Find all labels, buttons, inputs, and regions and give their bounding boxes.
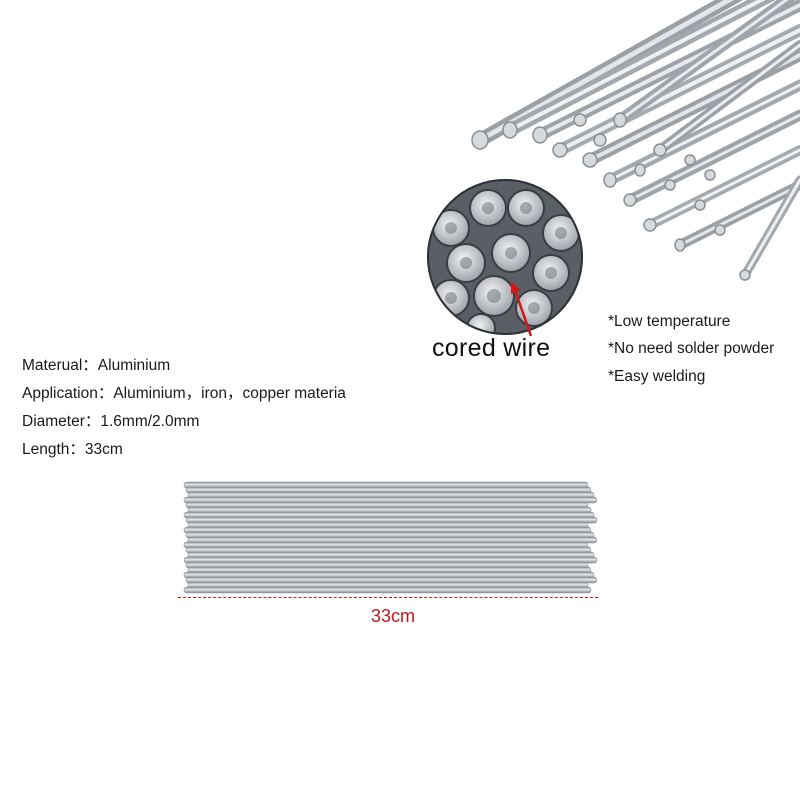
rods-side-view-image xyxy=(183,481,598,594)
spec-diameter: Diameter：1.6mm/2.0mm xyxy=(22,413,200,430)
feature-no-solder-powder: *No need solder powder xyxy=(608,340,775,357)
length-dimension-label: 33cm xyxy=(371,606,416,626)
spec-material: Materual：Aluminium xyxy=(22,357,171,374)
spec-application: Application：Aluminium，iron，copper materi… xyxy=(22,385,346,402)
cored-wire-zoom-image xyxy=(427,179,583,335)
rod xyxy=(183,586,592,594)
red-arrow-icon xyxy=(511,282,533,337)
cored-wire-label: cored wire xyxy=(432,334,551,362)
feature-low-temperature: *Low temperature xyxy=(608,313,731,330)
length-dimension-line xyxy=(178,597,598,598)
spec-length: Length：33cm xyxy=(22,441,123,458)
feature-easy-welding: *Easy welding xyxy=(608,368,706,385)
rods-bundle-image xyxy=(471,0,800,281)
